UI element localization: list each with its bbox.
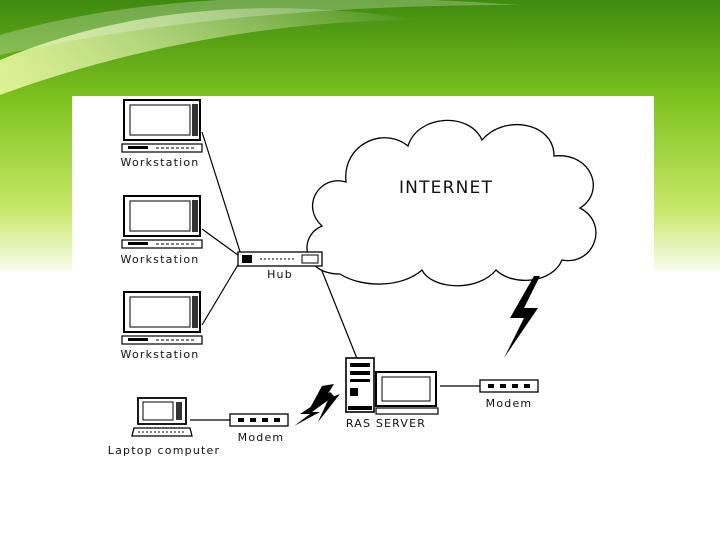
modem-left-label: Modem bbox=[238, 431, 285, 444]
network-diagram: INTERNET Workstation Workstation bbox=[72, 96, 654, 466]
header-swoosh bbox=[0, 8, 420, 96]
ras-server-monitor bbox=[375, 371, 439, 415]
hub-device bbox=[237, 251, 323, 267]
workstation-3-label: Workstation bbox=[121, 348, 200, 361]
ras-server-label: RAS SERVER bbox=[346, 417, 426, 430]
wireless-link-bolt-left-2 bbox=[310, 384, 340, 422]
cloud-label: INTERNET bbox=[399, 178, 493, 198]
laptop-computer bbox=[131, 397, 193, 437]
line-hub-server bbox=[319, 265, 359, 362]
modem-right-label: Modem bbox=[486, 397, 533, 410]
laptop-label: Laptop computer bbox=[108, 444, 220, 457]
wireless-link-bolt-right bbox=[504, 276, 540, 358]
connection-lines bbox=[190, 131, 482, 421]
workstation-1-label: Workstation bbox=[121, 156, 200, 169]
workstation-1 bbox=[121, 99, 203, 153]
modem-right bbox=[479, 379, 539, 393]
internet-cloud: INTERNET bbox=[306, 119, 597, 287]
line-workstation-1-hub bbox=[201, 131, 243, 259]
line-workstation-3-hub bbox=[201, 257, 243, 326]
workstation-2 bbox=[121, 195, 203, 249]
workstation-2-label: Workstation bbox=[121, 253, 200, 266]
hub-label: Hub bbox=[267, 268, 293, 281]
line-workstation-2-hub bbox=[201, 228, 243, 259]
modem-left bbox=[229, 413, 289, 427]
ras-server-tower bbox=[345, 357, 375, 413]
header-swoosh bbox=[0, 0, 520, 55]
workstation-3 bbox=[121, 291, 203, 345]
